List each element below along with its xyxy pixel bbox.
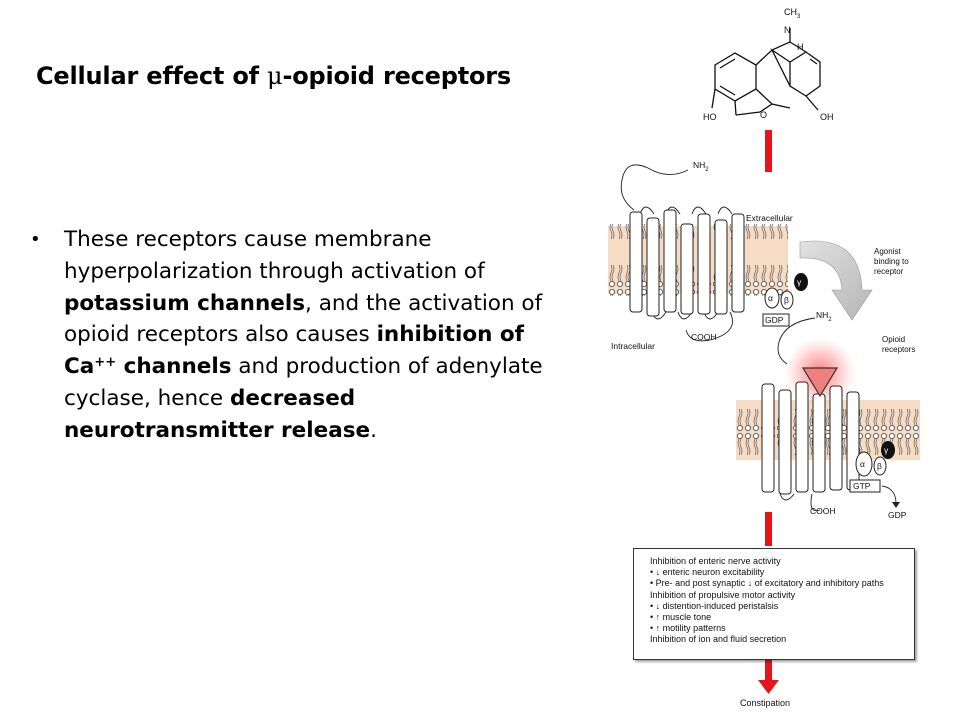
effect-line: • ↑ muscle tone [650,612,712,623]
effect-line: • ↓ enteric neuron excitability [650,567,765,578]
hydrogen-label: H [797,42,804,52]
beta-label-2: β [877,461,882,471]
effect-line: • ↓ distention-induced peristalsis [650,600,779,611]
gdp-label-2: GDP [888,510,907,520]
opioid-receptor-figure: CH3 N H HO O OH NH2 Extracellular [608,7,920,708]
bullet-text-1: These receptors cause membrane hyperpola… [64,227,485,284]
alpha-label-1: α [768,293,773,303]
constipation-label: Constipation [740,698,790,708]
bullet-text: These receptors cause membrane hyperpola… [64,224,550,447]
red-arrow-bottom-shaft [765,660,772,682]
oh-label: OH [820,112,834,122]
nh2-label-2: NH2 [816,310,832,323]
gamma-label-1: γ [797,277,802,287]
receptor-active [736,317,920,512]
svg-text:Opioid: Opioid [882,335,905,344]
title-mu-symbol: μ [267,62,283,90]
intracellular-label: Intracellular [611,341,655,351]
bold-inhibition-ca-text: inhibition of Ca [64,322,525,380]
morphine-molecule-diagram [711,28,821,116]
agonist-triangle [801,367,839,398]
bullet-text-2: , and the activation of opioid receptors… [64,290,543,348]
bold-inhibition-ca: inhibition of Ca++ channels [64,322,524,379]
svg-text:receptors: receptors [882,345,915,354]
effect-line: Inhibition of enteric nerve activity [650,556,781,566]
opioid-receptors-label: Opioid receptors [882,335,915,354]
binding-arrow [799,240,873,321]
red-arrow-middle [765,512,772,546]
receptor-inactive [608,164,808,342]
bullet-paragraph: • These receptors cause membrane hyperpo… [30,224,550,447]
molecule-labels: CH3 N H HO O OH [703,7,834,122]
effect-line: • ↑ motility patterns [650,623,726,634]
beta-label-1: β [784,295,789,305]
bold-potassium-channels: potassium channels [64,290,306,316]
cooh-label-2: COOH [810,506,836,516]
effect-line: • Pre- and post synaptic ↓ of excitatory… [650,578,884,589]
bullet-text-3: and production of adenylate cyclase, hen… [64,354,543,411]
effect-line: Inhibition of ion and fluid secretion [650,634,787,645]
bold-decreased-release: decreased neurotransmitter release [64,385,371,443]
effects-box: Inhibition of enteric nerve activity • ↓… [633,548,915,660]
svg-text:Agonist: Agonist [874,247,901,256]
red-arrow-head [758,680,779,694]
alpha-label-2: α [860,459,865,469]
gdp-label-1: GDP [765,315,784,325]
svg-text:binding to: binding to [874,257,909,266]
nh2-label-1: NH2 [693,160,709,173]
svg-text:receptor: receptor [874,267,904,276]
cooh-label-1: COOH [691,332,717,342]
gtp-label: GTP [853,481,871,491]
ca-charge-superscript: ++ [94,355,117,371]
effect-line: Inhibition of propulsive motor activity [650,589,796,600]
ho-label: HO [703,112,717,122]
receptor2-labels: NH2 COOH α β γ GTP GDP [810,310,907,520]
extracellular-label: Extracellular [746,213,793,223]
red-arrow-top [765,130,772,172]
bullet-marker: • [30,229,41,250]
bold-channels-text: channels [116,354,232,380]
receptor1-labels: NH2 Extracellular Intracellular COOH α β… [611,160,802,351]
bullet-text-4: . [370,417,377,443]
title-text-before: Cellular effect of [36,62,268,90]
slide-title: Cellular effect of μ-opioid receptors [36,62,636,90]
oxygen-label: O [760,110,767,120]
agonist-binding-label: Agonist binding to receptor [874,247,909,276]
ch3-label: CH3 [784,7,801,20]
gamma-label-2: γ [884,445,889,455]
title-text-after: -opioid receptors [282,62,512,90]
nitrogen-label: N [784,25,791,35]
